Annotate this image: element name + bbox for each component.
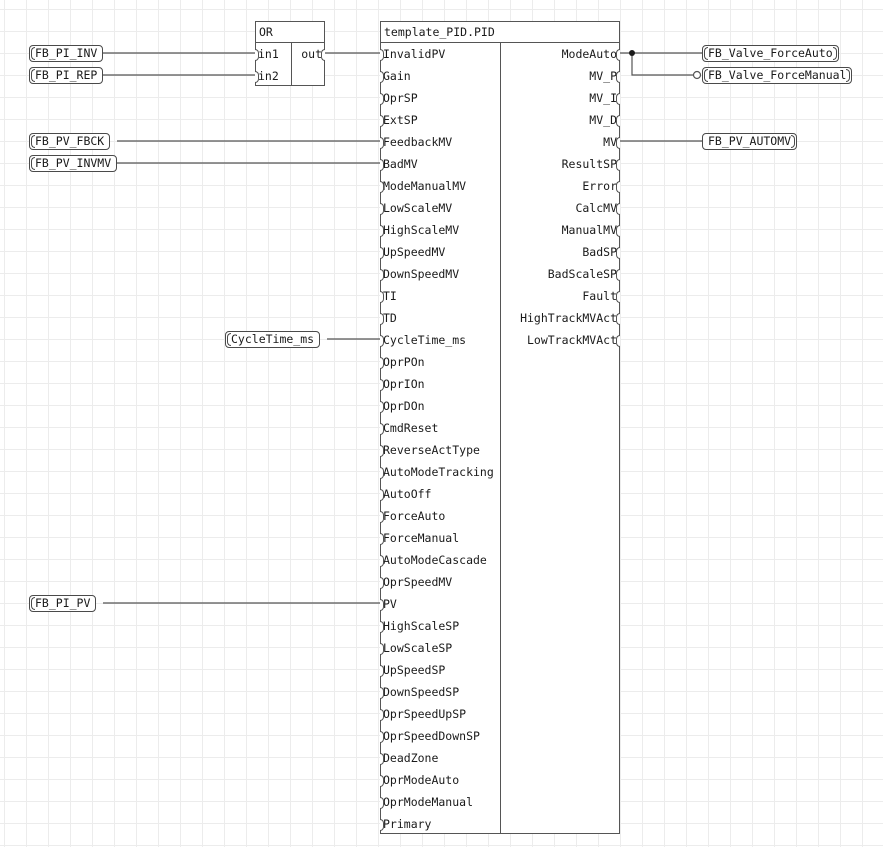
var-fb-pv-automv[interactable]: FB_PV_AUTOMV [702,133,798,150]
junction-dot [629,50,635,56]
pid-input-pin[interactable]: PV [380,597,397,611]
pid-output-pin[interactable]: LowTrackMVAct [526,333,621,347]
pid-output-pin[interactable]: ModeAuto [561,47,621,61]
pid-input-pin[interactable]: InvalidPV [379,47,446,61]
pid-input-pin[interactable]: DeadZone [379,751,439,765]
pid-input-pin[interactable]: CycleTime_ms [379,333,467,347]
pid-input-pin[interactable]: OprPOn [380,355,425,369]
pid-input-pin[interactable]: OprSpeedMV [379,575,453,589]
pid-input-pin[interactable]: ModeManualMV [379,179,467,193]
pid-input-pin[interactable]: ReverseActType [380,443,480,457]
pid-output-pin[interactable]: BadScaleSP [547,267,621,281]
pid-block-title-divider [381,42,619,43]
pid-output-pin[interactable]: MV_D [589,113,620,127]
pid-input-pin[interactable]: Gain [380,69,411,83]
pid-input-pin[interactable]: OprModeAuto [379,773,460,787]
pid-input-pin[interactable]: UpSpeedSP [379,663,446,677]
pid-block-column-divider [500,43,501,833]
pid-input-pin[interactable]: OprSP [380,91,418,105]
or-block-column-divider [291,43,292,85]
pid-input-pin[interactable]: ExtSP [380,113,418,127]
var-fb-valve-force-auto[interactable]: FB_Valve_ForceAuto [702,45,839,62]
pid-output-pin[interactable]: CalcMV [575,201,620,215]
pid-input-pin[interactable]: FeedbackMV [379,135,453,149]
pid-output-pin[interactable]: Fault [582,289,620,303]
pid-input-pin[interactable]: DownSpeedMV [379,267,460,281]
pid-input-pin[interactable]: OprSpeedUpSP [379,707,467,721]
or-block[interactable]: OR in1 in2 out [255,21,325,86]
pid-input-pin[interactable]: HighScaleSP [379,619,460,633]
pid-input-pin[interactable]: DownSpeedSP [379,685,460,699]
pid-input-pin[interactable]: ForceManual [379,531,460,545]
pid-input-pin[interactable]: OprDOn [380,399,425,413]
var-fb-valve-force-manual[interactable]: FB_Valve_ForceManual [702,67,853,84]
var-fb-pi-inv[interactable]: FB_PI_INV [29,45,104,62]
pid-input-pin[interactable]: AutoOff [379,487,432,501]
or-block-title: OR [259,25,273,39]
pid-output-pin[interactable]: HighTrackMVAct [520,311,620,325]
wire-modeauto-to-force-manual[interactable] [631,53,693,76]
or-pin-out[interactable]: out [301,47,325,61]
var-fb-pi-rep[interactable]: FB_PI_REP [29,67,104,84]
pid-output-pin[interactable]: ManualMV [561,223,621,237]
pid-input-pin[interactable]: AutoModeTracking [380,465,494,479]
pid-output-pin[interactable]: ResultSP [561,157,621,171]
or-pin-in1[interactable]: in1 [255,47,279,61]
var-cycletime-ms[interactable]: CycleTime_ms [225,331,321,348]
or-block-title-divider [256,42,324,43]
pid-input-pin[interactable]: UpSpeedMV [379,245,446,259]
pid-input-pin[interactable]: TD [380,311,397,325]
pid-input-pin[interactable]: OprIOn [380,377,425,391]
pid-input-pin[interactable]: TI [380,289,397,303]
pid-output-pin[interactable]: Error [582,179,620,193]
pid-input-pin[interactable]: ForceAuto [379,509,446,523]
pid-input-pin[interactable]: OprSpeedDownSP [380,729,480,743]
pid-input-pin[interactable]: HighScaleMV [379,223,460,237]
pid-output-pin[interactable]: MV_P [589,69,620,83]
pid-input-pin[interactable]: BadMV [380,157,418,171]
pid-input-pin[interactable]: CmdReset [379,421,439,435]
pid-output-pin[interactable]: BadSP [582,245,620,259]
pid-input-pin[interactable]: Primary [379,817,432,831]
var-fb-pv-fbck[interactable]: FB_PV_FBCK [29,133,111,150]
var-fb-pv-invmv[interactable]: FB_PV_INVMV [29,155,118,172]
pid-output-pin[interactable]: MV_I [589,91,620,105]
pid-input-pin[interactable]: OprModeManual [379,795,474,809]
or-pin-in2[interactable]: in2 [255,69,279,83]
pid-block-title: template_PID.PID [384,25,495,39]
pid-input-pin[interactable]: AutoModeCascade [380,553,487,567]
negation-circle [692,70,702,80]
pid-input-pin[interactable]: LowScaleMV [379,201,453,215]
var-fb-pi-pv[interactable]: FB_PI_PV [29,595,97,612]
pid-output-pin[interactable]: MV [603,135,620,149]
pid-input-pin[interactable]: LowScaleSP [379,641,453,655]
